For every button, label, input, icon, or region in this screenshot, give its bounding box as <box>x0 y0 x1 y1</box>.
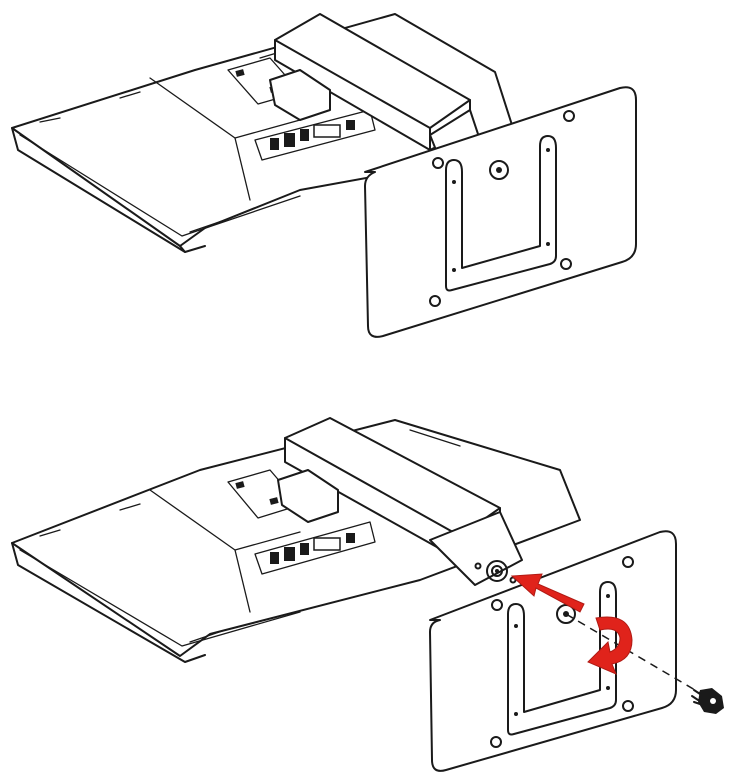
rotate-arrow-icon <box>587 616 633 675</box>
center-screw-hole <box>556 604 576 624</box>
stand-arm <box>277 417 523 586</box>
screw-axis-line <box>565 613 713 701</box>
screw-hole <box>622 556 634 568</box>
screw-icon <box>691 688 724 714</box>
screw-hole <box>490 736 502 748</box>
port <box>346 533 355 543</box>
port <box>313 537 341 551</box>
port <box>346 120 355 130</box>
screw-hole <box>429 295 441 307</box>
port <box>270 552 279 564</box>
port <box>270 138 279 150</box>
stand-base-plate <box>429 530 677 772</box>
screw-hole <box>491 599 503 611</box>
step-1-illustration <box>11 13 637 338</box>
port <box>300 129 309 141</box>
port <box>300 543 309 555</box>
port <box>313 124 341 138</box>
screw-hole <box>560 258 572 270</box>
stand-base-plate <box>364 86 637 338</box>
port <box>284 133 295 147</box>
push-arrow-icon <box>510 573 585 613</box>
center-screw-hole <box>489 160 509 180</box>
io-ports <box>254 521 376 575</box>
screw-hole <box>563 110 575 122</box>
mount-screw-socket <box>486 560 508 582</box>
port <box>284 547 295 561</box>
screw-hole <box>622 700 634 712</box>
screw-hole <box>432 157 444 169</box>
io-ports <box>254 109 376 161</box>
step-2-illustration <box>11 417 724 772</box>
